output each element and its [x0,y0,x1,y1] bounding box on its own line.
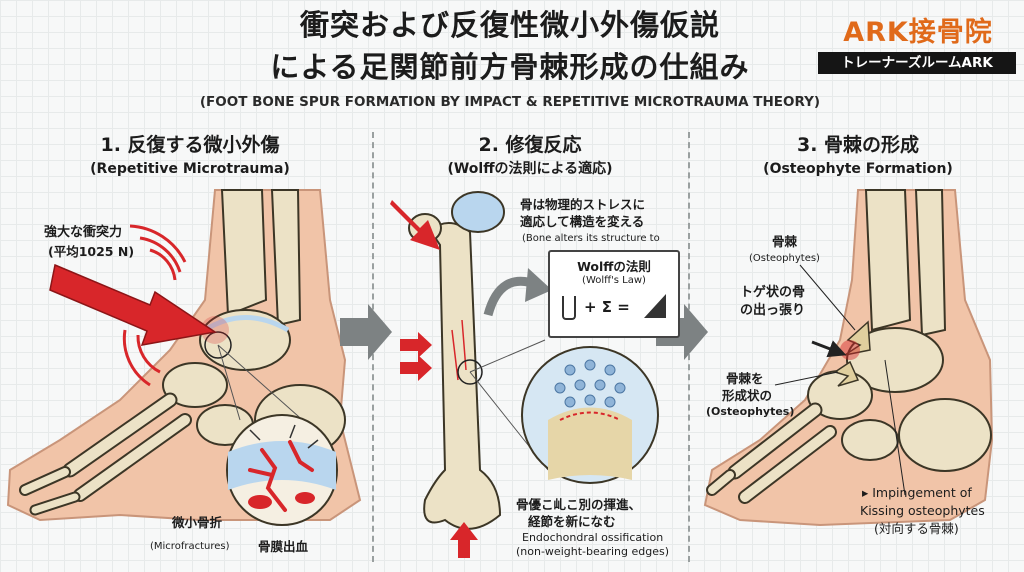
panel3-formed-line-2: 形成状の [722,388,773,403]
wolffs-law-formula-row: + Σ = [550,288,678,328]
panel2-curved-arrow-head [525,268,552,302]
panel3-heading-en: (Osteophyte Formation) [763,161,953,177]
panel3-impinge-jp: (対向する骨棘) [874,521,959,536]
panel1-talus [199,309,291,371]
panel2-arrow-left-2 [400,355,432,381]
panel1-navicular [162,362,228,408]
panel2-heading: 2. 修復反応 [478,134,582,156]
panel1-talus-cartilage [203,315,290,333]
panel1-heading-en: (Repetitive Microtrauma) [90,161,290,177]
wolffs-law-box: Wolffの法則 (Wolff's Law) + Σ = [548,250,680,338]
panel1-magnifier [217,344,338,526]
panel1-microfracture-en: (Microfractures) [150,541,230,552]
panel1-fibula [270,189,302,327]
panel3-formed-en: (Osteophytes) [706,405,795,418]
brand-tagline: トレーナーズルームARK [818,52,1016,74]
wolffs-law-title: Wolffの法則 [577,259,651,274]
wolffs-law-en: (Wolff's Law) [582,275,646,286]
panel2-zoom-marker [457,359,483,385]
title-line-1: 衝突および反復性微小外傷仮説 [299,8,720,42]
panel1-toe-2-fill [31,493,79,514]
transition-arrow-1 [340,304,392,360]
panel2-arrow-left-1 [400,332,432,358]
panel3-spike-line-2: の出っ張り [740,303,806,318]
panel3-callout-osteophyte [799,264,856,331]
panel3-osteophyte-talus [833,360,860,387]
panel3-foot [703,189,994,527]
panel1-impact-zone [204,331,232,359]
panel2-heading-en: (Wolffの法則による適応) [447,161,613,177]
panel3-impinge-line-2: Kissing osteophytes [860,503,985,518]
panel3-callout-impinge [884,359,906,496]
panel3-heading: 3. 骨棘の形成 [796,134,920,156]
panel3-toe-1-fill [708,471,734,494]
panel2-magnifier [469,339,659,484]
bone-glyph-icon [562,296,576,320]
panel3-cuboid [841,419,899,461]
panel2-arrow-top [390,200,440,250]
panel3-inflammation [840,340,860,360]
panel3-metatarsal-2-fill [740,427,835,502]
panel2-ossification-line-1: 骨優こ乢こ別の揮進、 [516,497,642,512]
wolffs-law-formula: + Σ = [584,298,630,316]
panel1-force-label: 強大な衝突力 [44,225,123,240]
panel2-note-line-1: 骨は物理的ストレスに [520,197,646,212]
panel1-metatarsal-2-fill [75,415,190,500]
panel1-toe-1-fill [21,468,69,494]
panel1-tibia [220,189,268,317]
panel1-shock-waves [122,224,187,387]
panel2-ossification-en: Endochondral ossification [522,531,664,544]
panel3-formed-line-1: 骨棘を [726,371,764,386]
brand-name: ARK接骨院 [843,17,993,48]
panel3-osteophyte-en: (Osteophytes) [749,253,820,264]
page-subtitle: (FOOT BONE SPUR FORMATION BY IMPACT & RE… [199,94,821,110]
panel2-bone-shaft [423,222,502,530]
panel1-force-value: (平均1025 N) [48,244,135,259]
panel2-ossification-note: (non-weight-bearing edges) [516,545,670,558]
panel1-impact-glow [201,316,229,344]
panel3-metatarsal-1-fill [729,404,821,478]
panel3-callout-formed [774,371,839,386]
panel1-metatarsal-1-fill [64,394,176,476]
panel2-bone-head [451,191,505,233]
panel3-osteophyte-tibia [844,320,871,356]
panel3-callout-spike [811,340,847,358]
triangle-icon [644,294,666,318]
panel3-fibula [914,189,947,337]
panel3-osteophyte-label: 骨棘 [772,234,798,249]
panel1-microfracture-label: 微小骨折 [172,515,223,530]
panel3-talus [846,327,944,393]
panel1-heading: 1. 反復する微小外傷 [100,134,280,156]
panel2-note-en: (Bone alters its structure to [522,233,660,244]
title-line-2: による足関節前方骨棘形成の仕組み [270,50,750,84]
panel2-arrow-bottom [450,522,478,558]
panel3-spike-line-1: トゲ状の骨 [740,285,806,300]
panel3-impinge-line-1: ▸ Impingement of [862,485,972,500]
panel3-calcaneus [898,398,992,472]
panel1-force-arrow [49,263,217,346]
panel3-tibia [864,189,912,332]
panel1-hemorrhage-label: 骨膜出血 [258,539,309,554]
panel2-ossification-line-2: 経節を新になむ [528,514,616,529]
page-title: 衝突および反復性微小外傷仮説 による足関節前方骨棘形成の仕組み [210,8,810,84]
panel2-note-line-2: 適応して構造を変える [520,214,645,229]
